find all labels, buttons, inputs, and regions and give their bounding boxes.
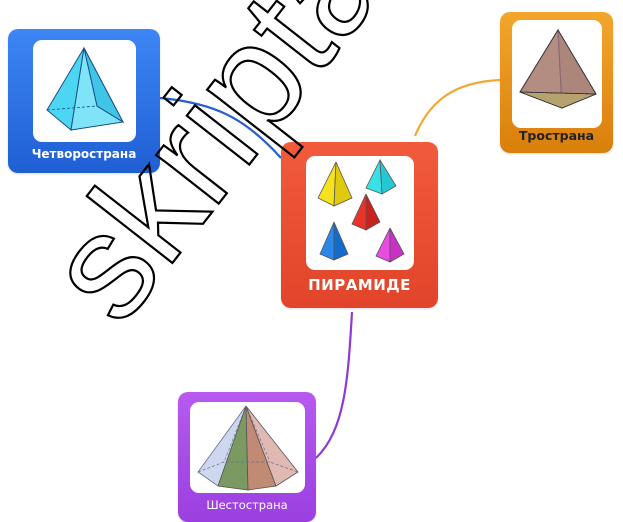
node-four-thumbnail (33, 40, 136, 142)
pyramid-icon (351, 193, 381, 231)
pyramid-icon (317, 161, 353, 207)
pyramid-icon (365, 158, 397, 195)
connector-six (315, 311, 354, 459)
square-pyramid-icon (46, 46, 125, 131)
hexagonal-pyramid-icon (197, 405, 299, 491)
node-central[interactable]: ПИРАМИДЕ (281, 142, 438, 308)
node-six-label: Шестострана (206, 498, 288, 512)
pyramids-collection-icon (317, 158, 405, 263)
node-three-label: Тространа (518, 128, 595, 143)
pyramid-icon (319, 221, 349, 261)
node-four-label: Четворострана (31, 147, 137, 161)
node-three-thumbnail (512, 20, 602, 128)
triangular-pyramid-icon (519, 28, 597, 109)
node-three-sided[interactable]: Тространа (500, 12, 613, 153)
node-four-sided[interactable]: Четворострана (8, 29, 160, 173)
connector-three (413, 78, 501, 137)
node-central-label: ПИРАМИДЕ (308, 276, 411, 294)
pyramid-icon (375, 227, 405, 263)
node-six-sided[interactable]: Шестострана (178, 392, 316, 522)
connector-four (159, 96, 282, 159)
node-six-thumbnail (190, 402, 305, 493)
node-central-thumbnail (306, 156, 414, 270)
